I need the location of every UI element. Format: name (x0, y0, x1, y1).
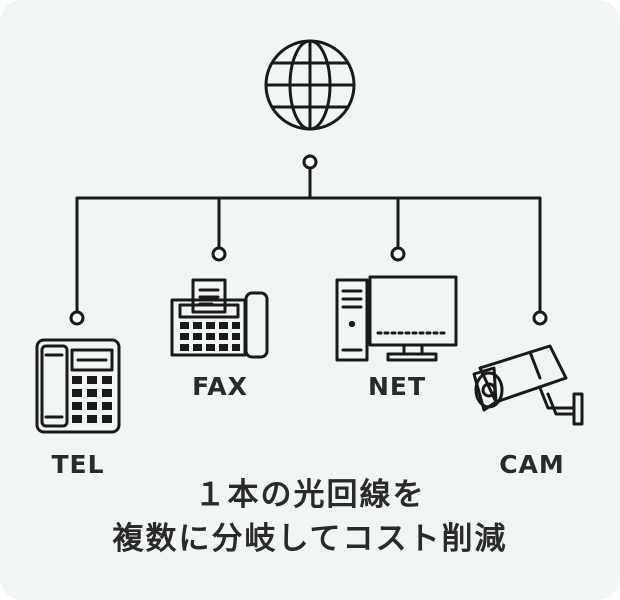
globe-icon (264, 39, 356, 131)
caption-line-2: 複数に分岐してコスト削減 (112, 521, 508, 557)
caption-line-1: １本の光回線を (194, 477, 426, 513)
fax-label: FAX (192, 372, 248, 401)
fax-machine-icon (170, 278, 269, 359)
cam-label: CAM (499, 450, 565, 479)
connector-nodes (69, 154, 548, 326)
desk-phone-icon (35, 338, 121, 434)
security-camera-icon (472, 344, 584, 426)
tel-label: TEL (51, 450, 105, 479)
connector-lines (75, 166, 542, 314)
desktop-computer-icon (335, 275, 458, 362)
net-label: NET (367, 372, 427, 401)
